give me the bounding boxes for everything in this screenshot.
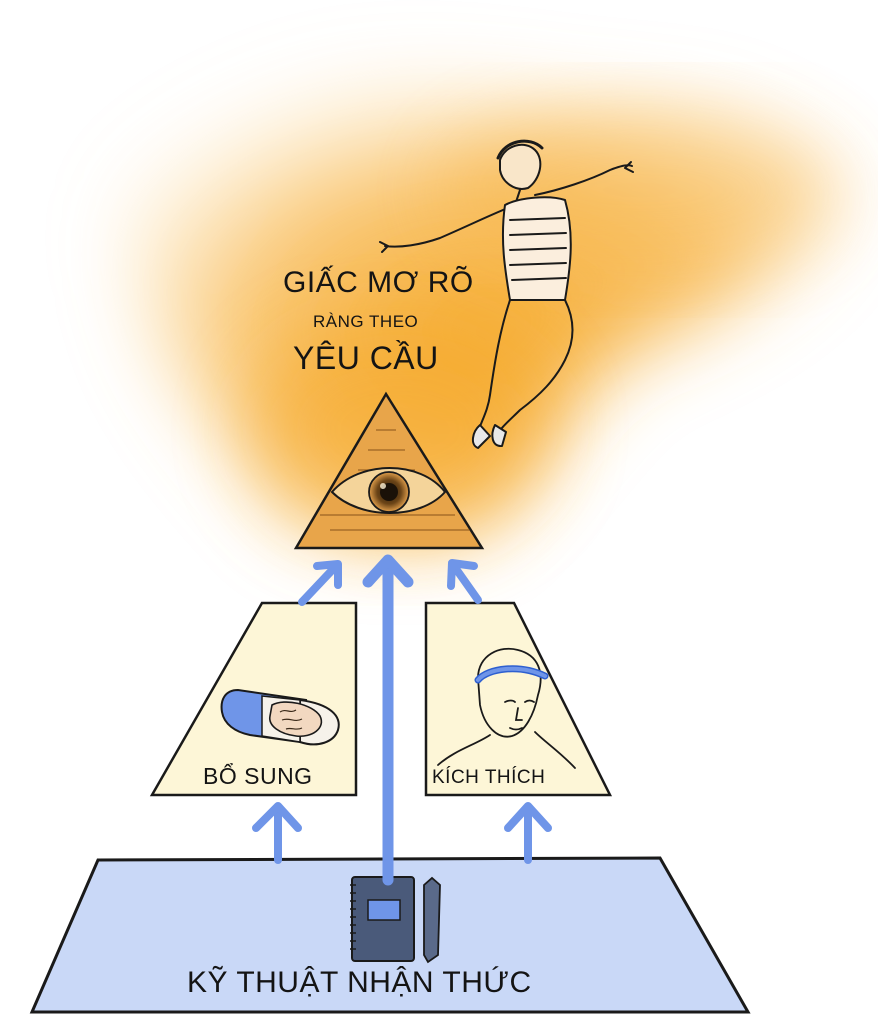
- arrow-base-to-apex: [362, 554, 414, 886]
- arrow-base-to-right: [504, 802, 552, 864]
- right-panel: [424, 601, 613, 797]
- arrow-base-to-left: [252, 802, 302, 864]
- apex-title-line-1: GIẤC MƠ RÕ: [283, 266, 474, 299]
- flow-arrows: [252, 554, 552, 886]
- apex-title-line-2: RÀNG THEO: [313, 312, 419, 331]
- flying-person-sketch: [379, 139, 634, 449]
- arrow-right-to-apex: [447, 559, 482, 604]
- base-panel-label: KỸ THUẬT NHẬN THỨC: [187, 966, 532, 999]
- base-panel: [29, 856, 751, 1014]
- left-panel: [149, 601, 358, 797]
- apex-pyramid: [293, 391, 485, 550]
- right-panel-label: KÍCH THÍCH: [432, 767, 546, 788]
- head-stimulation-sketch: [437, 647, 576, 769]
- arrow-left-to-apex: [298, 560, 342, 606]
- apex-title-line-3: YÊU CẦU: [293, 340, 439, 376]
- left-panel-label: BỔ SUNG: [203, 763, 313, 789]
- dream-glow: [121, 75, 863, 541]
- capsule-brain-sketch: [220, 688, 340, 746]
- notebook-pen-sketch: [350, 876, 441, 964]
